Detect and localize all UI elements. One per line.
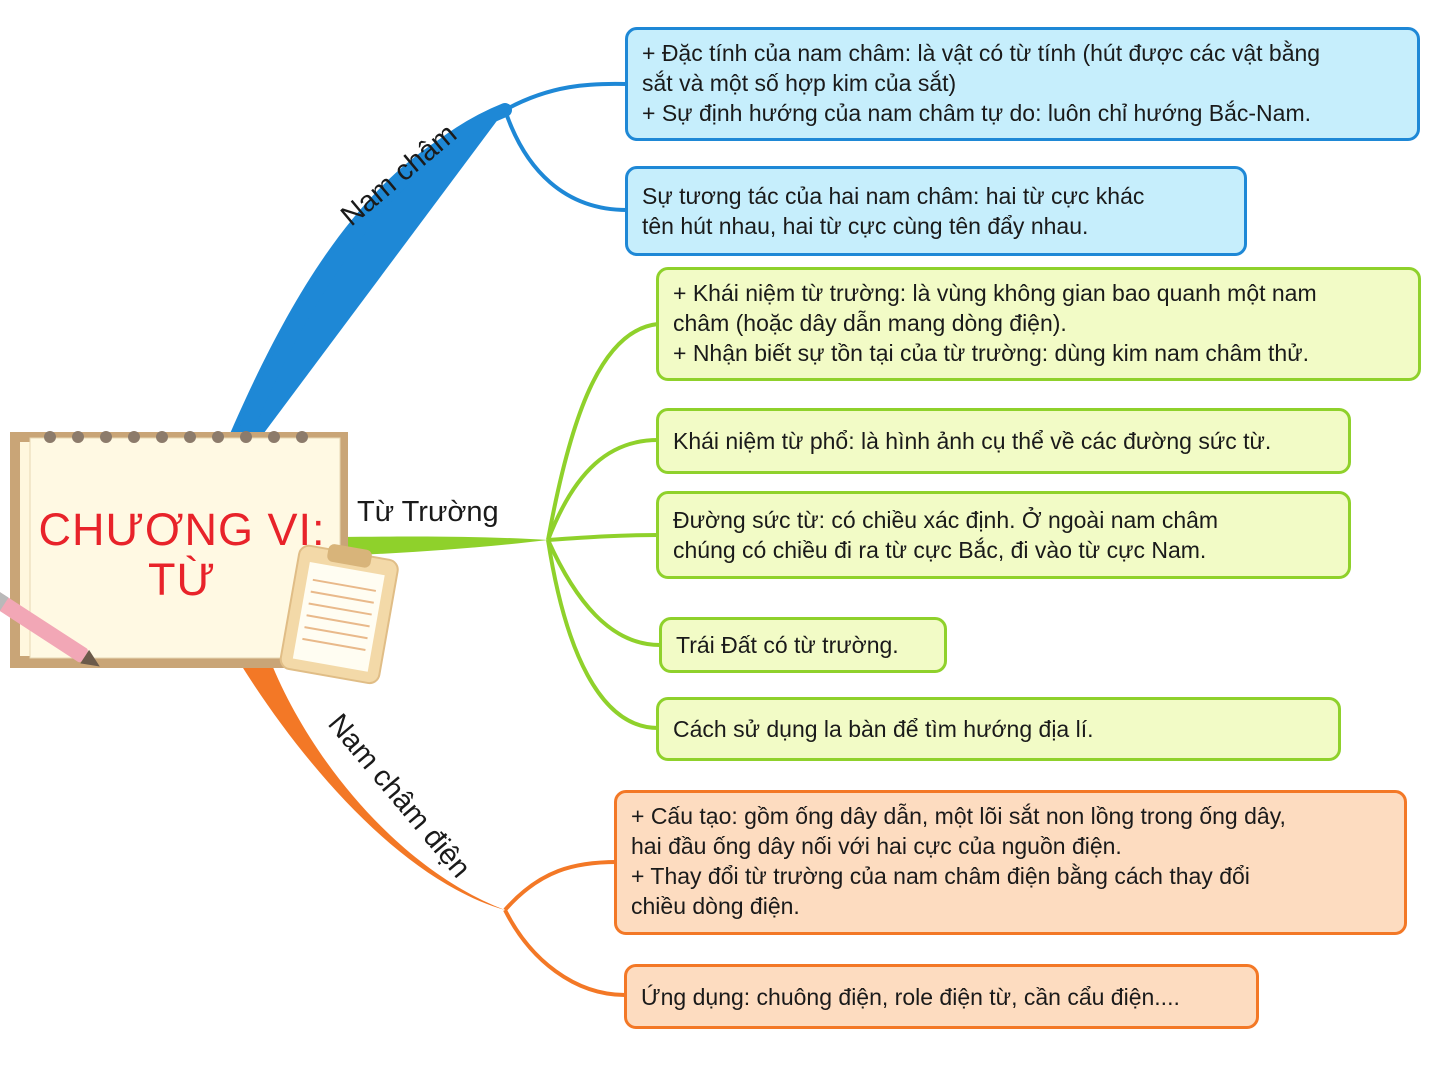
- branch-line-nam-cham-dien: [238, 660, 505, 910]
- node-text-line: chúng có chiều đi ra từ cực Bắc, đi vào …: [673, 537, 1207, 563]
- branch-label-tu-truong: Từ Trường: [357, 496, 499, 528]
- node-text-line: + Cấu tạo: gồm ống dây dẫn, một lõi sắt …: [631, 803, 1286, 829]
- connector-tu-truong-1: [546, 322, 659, 541]
- node-duong-suc-tu: Đường sức từ: có chiều xác định. Ở ngoài…: [656, 491, 1351, 579]
- connector-tu-truong-3: [547, 533, 659, 542]
- node-text-line: châm (hoặc dây dẫn mang dòng điện).: [673, 310, 1067, 336]
- node-ung-dung: Ứng dụng: chuông điện, role điện từ, cần…: [624, 964, 1259, 1029]
- node-nam-cham-tuong-tac: Sự tương tác của hai nam châm: hai từ cự…: [625, 166, 1247, 256]
- node-text-line: tên hút nhau, hai từ cực cùng tên đẩy nh…: [642, 213, 1089, 239]
- connector-nam-cham-dien-2: [503, 909, 626, 997]
- node-tu-pho: Khái niệm từ phổ: là hình ảnh cụ thể về …: [656, 408, 1351, 474]
- node-text-line: Cách sử dụng la bàn để tìm hướng địa lí.: [673, 716, 1094, 742]
- node-text-line: + Nhận biết sự tồn tại của từ trường: dù…: [673, 340, 1309, 366]
- node-text-line: Sự tương tác của hai nam châm: hai từ cự…: [642, 183, 1145, 209]
- central-topic: CHƯƠNG VI: TỪ: [22, 505, 342, 605]
- node-text-line: Ứng dụng: chuông điện, role điện từ, cần…: [641, 983, 1180, 1010]
- connector-tu-truong-2: [546, 438, 659, 541]
- node-text-line: chiều dòng điện.: [631, 893, 800, 919]
- node-text-line: Đường sức từ: có chiều xác định. Ở ngoài…: [673, 507, 1219, 533]
- node-text-line: + Sự định hướng của nam châm tự do: luôn…: [642, 100, 1311, 126]
- node-text-line: hai đầu ống dây nối với hai cực của nguồ…: [631, 833, 1122, 859]
- branch-line-tu-truong: [340, 536, 548, 556]
- branch-line-nam-cham-stroke: [233, 103, 512, 452]
- central-title-line1: CHƯƠNG VI:: [38, 504, 326, 555]
- node-text-line: + Đặc tính của nam châm: là vật có từ tí…: [642, 40, 1321, 66]
- node-tu-truong-khai-niem: + Khái niệm từ trường: là vùng không gia…: [656, 267, 1421, 381]
- node-text-line: sắt và một số hợp kim của sắt): [642, 70, 957, 96]
- connector-nam-cham-dien-1: [503, 860, 618, 912]
- connector-nam-cham-2: [503, 109, 628, 212]
- node-la-ban: Cách sử dụng la bàn để tìm hướng địa lí.: [656, 697, 1341, 761]
- connector-tu-truong-4: [546, 539, 661, 647]
- node-text-line: Trái Đất có từ trường.: [676, 632, 899, 658]
- notebook-icon: [0, 431, 399, 685]
- node-text-line: Khái niệm từ phổ: là hình ảnh cụ thể về …: [673, 428, 1272, 454]
- node-text-line: + Thay đổi từ trường của nam châm điện b…: [631, 863, 1250, 889]
- branch-line-nam-cham: [225, 110, 505, 445]
- central-title-line2: TỪ: [148, 554, 216, 605]
- connector-nam-cham-1: [504, 81, 628, 112]
- node-cau-tao: + Cấu tạo: gồm ống dây dẫn, một lõi sắt …: [614, 790, 1407, 935]
- connector-tu-truong-5: [546, 539, 659, 730]
- node-trai-dat: Trái Đất có từ trường.: [659, 617, 947, 673]
- node-nam-cham-dac-tinh: + Đặc tính của nam châm: là vật có từ tí…: [625, 27, 1420, 141]
- node-text-line: + Khái niệm từ trường: là vùng không gia…: [673, 280, 1317, 306]
